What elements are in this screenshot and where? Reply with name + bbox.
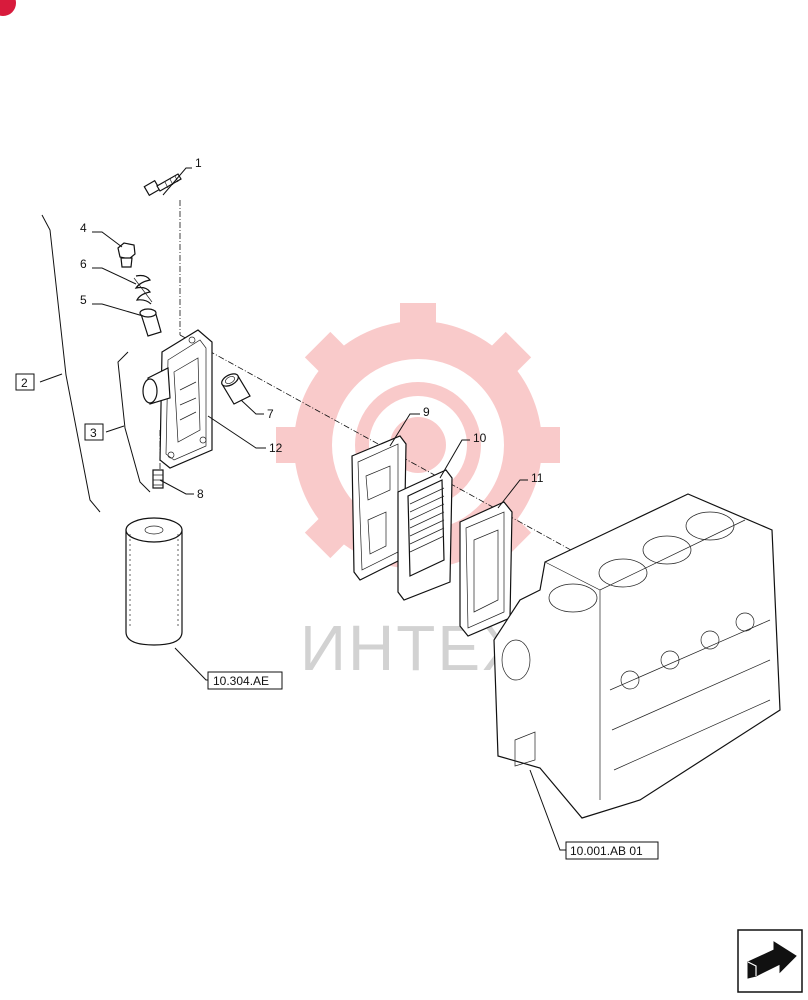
ref-filter: 10.304.AE <box>213 674 269 688</box>
callout-5: 5 <box>80 293 87 307</box>
part-plug <box>117 242 136 268</box>
gear-tooth <box>276 427 306 463</box>
ref-block: 10.001.AB 01 <box>570 844 643 858</box>
gear-tooth <box>530 427 560 463</box>
part-gasket-rear <box>459 501 513 637</box>
callout-8: 8 <box>197 487 204 501</box>
part-engine-block <box>493 493 781 819</box>
leader-8 <box>159 479 194 495</box>
callout-4: 4 <box>80 221 87 235</box>
part-oil-filter <box>125 517 183 646</box>
leader-group-2 <box>39 373 63 383</box>
gear-tooth <box>400 303 436 333</box>
callout-10: 10 <box>473 431 487 445</box>
leader-11 <box>497 479 528 509</box>
leader-10 <box>439 439 470 479</box>
callout-11: 11 <box>531 471 544 485</box>
callout-1: 1 <box>195 156 202 170</box>
part-valve <box>139 308 162 337</box>
part-nipple <box>152 469 164 489</box>
part-oil-cooler <box>397 469 453 601</box>
part-spring <box>133 274 153 305</box>
leader-ref-filter <box>174 647 208 681</box>
leader-5 <box>92 303 144 317</box>
ref-box-block <box>565 841 659 860</box>
callout-9: 9 <box>423 405 430 419</box>
callout-7: 7 <box>267 407 274 421</box>
leader-group-3 <box>105 425 125 433</box>
leader-1 <box>162 167 192 196</box>
leader-9 <box>389 413 420 447</box>
bracket-group-2 <box>41 214 101 513</box>
callout-6: 6 <box>80 257 87 271</box>
group-box-2 <box>15 373 35 391</box>
group-label-3: 3 <box>90 426 97 440</box>
corner-badge <box>0 0 16 16</box>
bracket-group-3 <box>117 351 151 493</box>
group-box-3 <box>84 423 104 441</box>
gear-tooth <box>484 331 532 379</box>
leader-12 <box>207 415 266 449</box>
part-bolt <box>143 173 182 197</box>
leader-4 <box>92 231 123 248</box>
leader-7 <box>240 399 264 415</box>
next-page-arrow-icon[interactable] <box>737 929 803 993</box>
part-filter-head <box>142 329 213 469</box>
group-label-2: 2 <box>21 376 28 390</box>
ref-box-filter <box>207 671 283 690</box>
callout-12: 12 <box>269 441 283 455</box>
leader-6 <box>92 267 137 285</box>
leader-ref-block <box>529 769 566 851</box>
gear-tooth <box>304 331 352 379</box>
gear-tooth <box>304 511 352 559</box>
part-sleeve <box>221 373 251 405</box>
